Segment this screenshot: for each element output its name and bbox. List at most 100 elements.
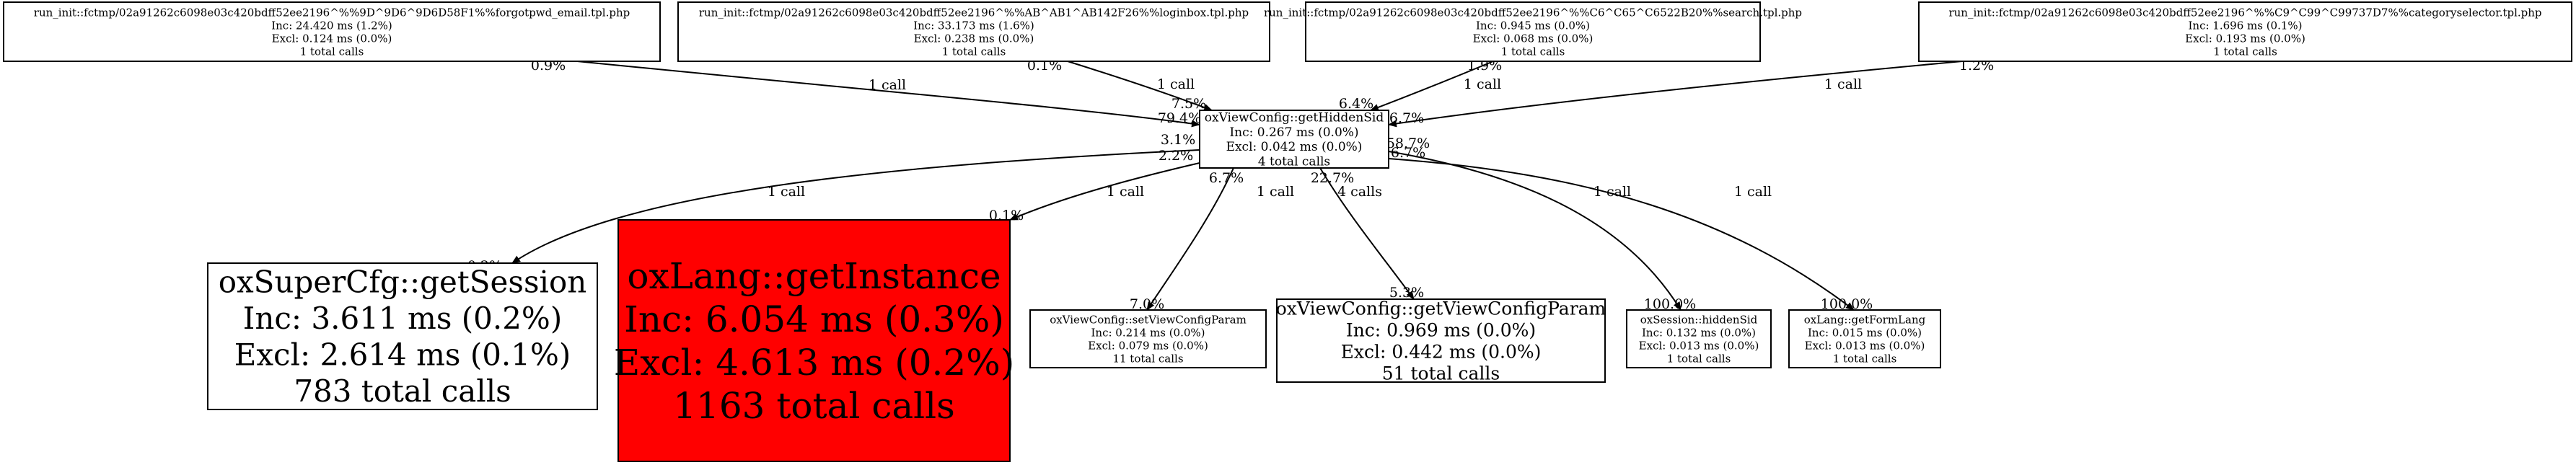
node-categoryselector[interactable]: run_init::fctmp/02a91262c6098e03c420bdff… <box>1918 1 2572 62</box>
node-stat: Excl: 0.013 ms (0.0%) <box>1805 339 1925 352</box>
edge-tail: 58.7% <box>1386 136 1430 151</box>
node-search[interactable]: run_init::fctmp/02a91262c6098e03c420bdff… <box>1264 1 1802 62</box>
edge-head: 100.0% <box>1821 296 1873 312</box>
node-box <box>1029 309 1267 368</box>
node-box <box>617 219 1011 462</box>
node-box <box>1918 1 2572 62</box>
node-function-name: run_init::fctmp/02a91262c6098e03c420bdff… <box>1264 6 1802 19</box>
node-stat: Inc: 1.696 ms (0.1%) <box>2188 19 2302 32</box>
node-function-name: run_init::fctmp/02a91262c6098e03c420bdff… <box>699 6 1249 19</box>
node-loginbox[interactable]: run_init::fctmp/02a91262c6098e03c420bdff… <box>677 1 1270 62</box>
node-stat: Excl: 0.068 ms (0.0%) <box>1473 32 1593 45</box>
node-stat: 1 total calls <box>300 45 364 58</box>
edge-head: 79.4% <box>1158 110 1201 126</box>
node-function-name: oxViewConfig::getHiddenSid <box>1205 110 1384 125</box>
node-stat: Inc: 3.611 ms (0.2%) <box>243 301 562 336</box>
node-stat: 1 total calls <box>1667 352 1731 365</box>
node-stat: Inc: 0.015 ms (0.0%) <box>1808 326 1922 339</box>
node-stat: Excl: 0.013 ms (0.0%) <box>1639 339 1759 352</box>
node-stat: 11 total calls <box>1112 352 1183 365</box>
node-forgotpwd[interactable]: run_init::fctmp/02a91262c6098e03c420bdff… <box>3 1 661 62</box>
edge-line <box>1388 151 1682 311</box>
edge-line <box>1146 167 1234 311</box>
node-stat: 51 total calls <box>1382 363 1500 384</box>
edge-getHiddenSid-to-setViewConfigParam: 1 call 6.7% 7.0% <box>1130 167 1294 312</box>
edge-line <box>1370 61 1494 111</box>
node-stat: 783 total calls <box>294 373 511 409</box>
node-stat: Excl: 2.614 ms (0.1%) <box>234 337 571 372</box>
edge-line <box>1388 61 1963 128</box>
node-stat: Inc: 33.173 ms (1.6%) <box>913 19 1034 32</box>
edge-head: 100.0% <box>1644 296 1696 312</box>
node-stat: 1163 total calls <box>673 385 955 427</box>
node-stat: 1 total calls <box>2213 45 2277 58</box>
edge-label: 1 call <box>1157 76 1195 92</box>
edge-tail: 6.7% <box>1391 145 1425 161</box>
node-stat: Excl: 0.193 ms (0.0%) <box>2185 32 2305 45</box>
node-stat: Excl: 0.442 ms (0.0%) <box>1341 341 1542 362</box>
edge-line <box>576 61 1200 128</box>
node-function-name: run_init::fctmp/02a91262c6098e03c420bdff… <box>34 6 630 19</box>
edge-tail: 3.1% <box>1161 132 1195 148</box>
edge-label: 1 call <box>1824 76 1862 92</box>
node-stat: Inc: 0.945 ms (0.0%) <box>1476 19 1590 32</box>
node-stat: Inc: 6.054 ms (0.3%) <box>624 298 1004 340</box>
node-stat: 1 total calls <box>1501 45 1565 58</box>
edge-head: 6.7% <box>1389 110 1424 126</box>
edge-line <box>511 149 1200 264</box>
node-stat: 1 total calls <box>1833 352 1897 365</box>
node-stat: Excl: 4.613 ms (0.2%) <box>614 342 1014 384</box>
edge-head: 5.3% <box>1389 285 1424 301</box>
edge-head: 7.0% <box>1130 296 1164 312</box>
edge-label: 1 call <box>1734 184 1772 200</box>
edge-tail: 6.7% <box>1209 170 1244 186</box>
node-box <box>1626 309 1772 368</box>
edge-line <box>1009 162 1200 221</box>
node-function-name: run_init::fctmp/02a91262c6098e03c420bdff… <box>1948 6 2541 19</box>
edge-label: 4 calls <box>1337 184 1382 200</box>
edge-line <box>1388 158 1855 311</box>
node-function-name: oxViewConfig::setViewConfigParam <box>1050 313 1247 326</box>
node-stat: Inc: 0.267 ms (0.0%) <box>1229 125 1358 140</box>
edge-line <box>1319 167 1415 300</box>
node-box <box>3 1 661 62</box>
edge-label: 1 call <box>1257 184 1294 200</box>
node-stat: Inc: 0.214 ms (0.0%) <box>1091 326 1205 339</box>
node-stat: Excl: 0.238 ms (0.0%) <box>914 32 1034 45</box>
edge-getHiddenSid-to-getFormLang: 1 call 6.7% 100.0% <box>1388 145 1873 312</box>
node-function-name: oxLang::getFormLang <box>1804 313 1926 326</box>
node-stat: Excl: 0.042 ms (0.0%) <box>1226 140 1363 154</box>
edge-head: 7.5% <box>1171 96 1206 112</box>
edge-tail: 22.7% <box>1311 170 1354 186</box>
edge-label: 1 call <box>1107 184 1144 200</box>
node-stat: Excl: 0.079 ms (0.0%) <box>1088 339 1208 352</box>
node-function-name: oxViewConfig::getViewConfigParam <box>1276 298 1606 319</box>
node-stat: 1 total calls <box>942 45 1006 58</box>
node-stat: Inc: 24.420 ms (1.2%) <box>271 19 392 32</box>
node-function-name: oxSuperCfg::getSession <box>219 265 587 300</box>
node-box <box>1199 110 1389 169</box>
edge-label: 1 call <box>768 184 805 200</box>
edge-label: 1 call <box>1464 76 1501 92</box>
node-stat: Inc: 0.132 ms (0.0%) <box>1642 326 1756 339</box>
node-function-name: oxSession::hiddenSid <box>1640 313 1758 326</box>
node-box <box>1788 309 1941 368</box>
node-box <box>677 1 1270 62</box>
edge-line <box>1067 61 1213 111</box>
node-box <box>1276 298 1606 383</box>
node-function-name: oxLang::getInstance <box>627 255 1001 297</box>
